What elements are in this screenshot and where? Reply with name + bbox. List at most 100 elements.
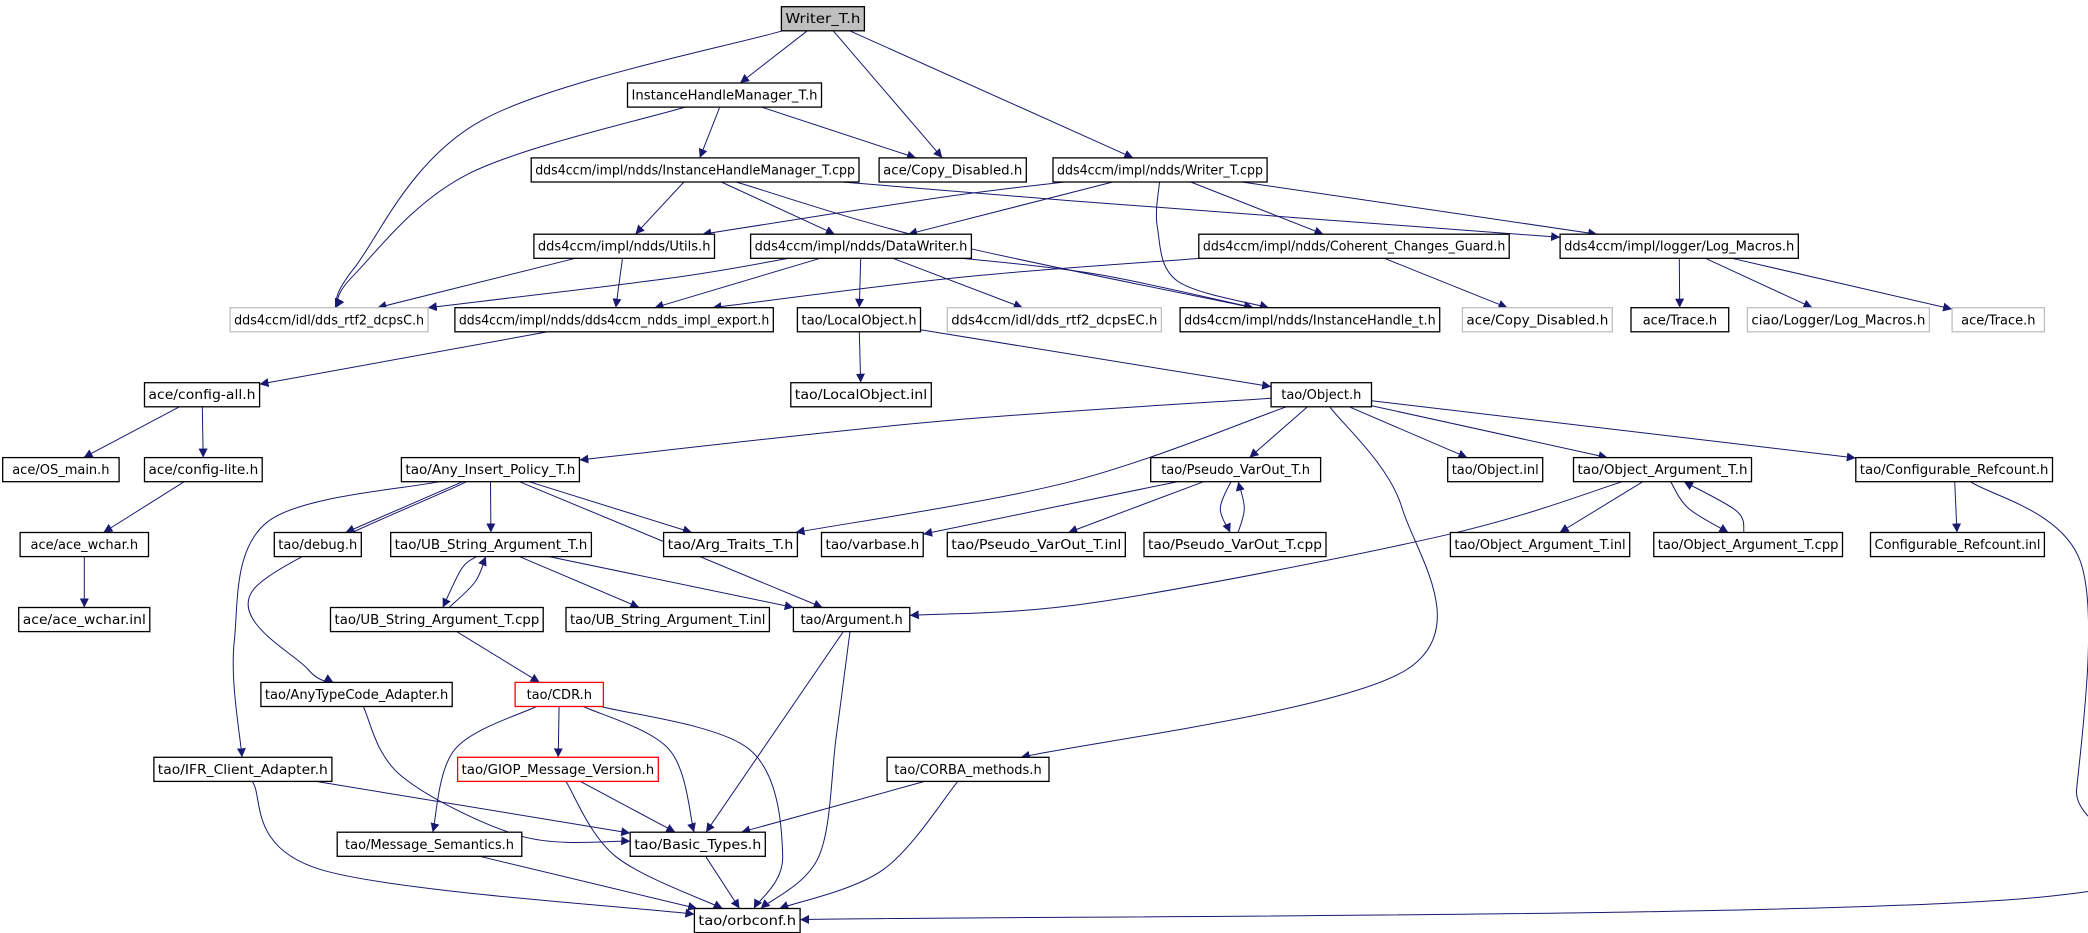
- node-ciao-log-macros-h[interactable]: ciao/Logger/Log_Macros.h: [1746, 307, 1931, 333]
- node-config-all-h[interactable]: ace/config-all.h: [143, 382, 261, 408]
- node-box: [143, 456, 263, 483]
- node-any-insert-policy-h[interactable]: tao/Any_Insert_Policy_T.h: [400, 456, 581, 483]
- node-box: [1179, 307, 1441, 333]
- node-box: [946, 307, 1163, 333]
- node-box: [19, 531, 150, 558]
- node-ub-string-argument-h[interactable]: tao/UB_String_Argument_T.h: [390, 531, 593, 558]
- edge-pseudo_varout_h-to-pseudo_varout_cpp: [1219, 481, 1232, 533]
- node-ace-wchar-inl[interactable]: ace/ace_wchar.inl: [18, 606, 151, 633]
- node-box: [18, 606, 151, 633]
- node-localobject-h[interactable]: tao/LocalObject.h: [796, 307, 922, 333]
- edge-any_insert_policy_h-to-anytypecode_adapter_h: [247, 481, 467, 683]
- node-box: [1630, 307, 1730, 333]
- edge-log_macros_h-to-ciao_log_macros_h: [1704, 257, 1813, 309]
- node-debug-h[interactable]: tao/debug.h: [273, 531, 362, 558]
- node-impl-export-h[interactable]: dds4ccm/impl/ndds/dds4ccm_ndds_impl_expo…: [454, 307, 774, 333]
- edge-configurable_refcount_h-to-orbconf_h: [800, 481, 2088, 924]
- node-label: ace/config-lite.h: [149, 463, 259, 478]
- node-label: dds4ccm/impl/ndds/InstanceHandleManager_…: [535, 163, 855, 178]
- node-dcpsc-h[interactable]: dds4ccm/idl/dds_rtf2_dcpsC.h: [229, 307, 429, 333]
- node-corba-methods-h[interactable]: tao/CORBA_methods.h: [886, 756, 1050, 783]
- edge-object_h-to-object_inl: [1349, 406, 1468, 459]
- node-ub-string-argument-inl[interactable]: tao/UB_String_Argument_T.inl: [565, 606, 771, 633]
- node-label: tao/orbconf.h: [698, 914, 796, 929]
- node-configurable-refcount-inl[interactable]: Configurable_Refcount.inl: [1869, 531, 2046, 558]
- node-box: [629, 831, 766, 857]
- edge-corba_methods_h-to-basic_types_h: [741, 780, 925, 835]
- node-writer-t-cpp[interactable]: dds4ccm/impl/ndds/Writer_T.cpp: [1052, 157, 1268, 183]
- node-log-macros-h[interactable]: dds4ccm/impl/logger/Log_Macros.h: [1559, 233, 1799, 259]
- node-ace-wchar-h[interactable]: ace/ace_wchar.h: [19, 531, 150, 558]
- edge-any_insert_policy_h-to-arg_traits_h: [528, 481, 693, 535]
- node-label: tao/LocalObject.h: [801, 313, 916, 328]
- node-dcpsec-h[interactable]: dds4ccm/idl/dds_rtf2_dcpsEC.h: [946, 307, 1163, 333]
- node-datawriter-h[interactable]: dds4ccm/impl/ndds/DataWriter.h: [749, 233, 973, 259]
- node-label: tao/Basic_Types.h: [634, 838, 761, 853]
- node-ihm-t-h[interactable]: InstanceHandleManager_T.h: [626, 82, 823, 108]
- node-instancehandle-t-h[interactable]: dds4ccm/impl/ndds/InstanceHandle_t.h: [1179, 307, 1441, 333]
- node-box: [390, 531, 593, 558]
- node-cdr-h[interactable]: tao/CDR.h: [514, 681, 605, 708]
- node-box: [514, 681, 605, 708]
- node-giop-message-version-h[interactable]: tao/GIOP_Message_Version.h: [456, 756, 659, 783]
- node-pseudo-varout-cpp[interactable]: tao/Pseudo_VarOut_T.cpp: [1143, 531, 1327, 558]
- node-label: ace/ace_wchar.inl: [23, 613, 146, 628]
- node-box: [790, 382, 932, 408]
- node-box: [626, 82, 823, 108]
- node-box: [1449, 531, 1631, 558]
- node-object-argument-cpp[interactable]: tao/Object_Argument_T.cpp: [1653, 531, 1844, 558]
- node-pseudo-varout-h[interactable]: tao/Pseudo_VarOut_T.h: [1150, 456, 1322, 483]
- edge-object_h-to-corba_methods_h: [1020, 406, 1438, 760]
- node-box: [2, 456, 120, 483]
- node-box: [565, 606, 771, 633]
- node-box: [886, 756, 1050, 783]
- node-label: tao/UB_String_Argument_T.h: [395, 538, 588, 553]
- node-ub-string-argument-cpp[interactable]: tao/UB_String_Argument_T.cpp: [329, 606, 544, 633]
- node-box: [946, 531, 1126, 558]
- node-ihm-t-cpp[interactable]: dds4ccm/impl/ndds/InstanceHandleManager_…: [530, 157, 860, 183]
- node-arg-traits-h[interactable]: tao/Arg_Traits_T.h: [662, 531, 799, 558]
- edge-writer_t_h-to-ihm_t_h: [739, 30, 808, 84]
- node-argument-h[interactable]: tao/Argument.h: [792, 606, 911, 633]
- edge-ihm_t_h-to-ihm_t_cpp: [698, 106, 721, 159]
- node-ace-copy-disabled-2[interactable]: ace/Copy_Disabled.h: [1461, 307, 1613, 333]
- node-object-inl[interactable]: tao/Object.inl: [1447, 456, 1544, 483]
- edge-giop_message_version_h-to-orbconf_h: [565, 781, 723, 909]
- node-label: tao/LocalObject.inl: [795, 388, 928, 403]
- node-localobject-inl[interactable]: tao/LocalObject.inl: [790, 382, 932, 408]
- edge-coherent_h-to-impl_export_h: [712, 257, 1202, 312]
- node-varbase-h[interactable]: tao/varbase.h: [820, 531, 924, 558]
- edge-giop_message_version_h-to-basic_types_h: [580, 780, 676, 833]
- edge-cdr_h-to-message_semantics_h: [430, 706, 537, 833]
- node-box: [400, 456, 581, 483]
- node-box: [1143, 531, 1327, 558]
- node-pseudo-varout-inl[interactable]: tao/Pseudo_VarOut_T.inl: [946, 531, 1126, 558]
- node-ace-trace-2[interactable]: ace/Trace.h: [1951, 307, 2046, 333]
- node-box: [878, 157, 1027, 183]
- node-ifr-client-adapter-h[interactable]: tao/IFR_Client_Adapter.h: [153, 756, 333, 783]
- node-label: tao/Configurable_Refcount.h: [1860, 463, 2049, 478]
- edge-any_insert_policy_h-to-debug_h: [345, 481, 463, 534]
- node-label: ace/config-all.h: [148, 388, 255, 403]
- edge-config_all_h-to-config_lite_h: [198, 406, 208, 458]
- node-coherent-h[interactable]: dds4ccm/impl/ndds/Coherent_Changes_Guard…: [1198, 233, 1510, 259]
- node-object-argument-inl[interactable]: tao/Object_Argument_T.inl: [1449, 531, 1631, 558]
- node-ace-trace-1[interactable]: ace/Trace.h: [1630, 307, 1730, 333]
- node-basic-types-h[interactable]: tao/Basic_Types.h: [629, 831, 766, 857]
- node-config-lite-h[interactable]: ace/config-lite.h: [143, 456, 263, 483]
- node-os-main-h[interactable]: ace/OS_main.h: [2, 456, 120, 483]
- node-box: [1447, 456, 1544, 483]
- node-writer-t-h[interactable]: Writer_T.h: [780, 6, 866, 32]
- node-anytypecode-adapter-h[interactable]: tao/AnyTypeCode_Adapter.h: [260, 681, 453, 708]
- node-label: ace/OS_main.h: [12, 463, 109, 478]
- node-box: [693, 907, 801, 933]
- edge-anytypecode_adapter_h-to-basic_types_h: [362, 706, 631, 846]
- node-ace-copy-disabled-1[interactable]: ace/Copy_Disabled.h: [878, 157, 1027, 183]
- node-object-h[interactable]: tao/Object.h: [1270, 382, 1373, 408]
- node-object-argument-h[interactable]: tao/Object_Argument_T.h: [1572, 456, 1753, 483]
- node-configurable-refcount-h[interactable]: tao/Configurable_Refcount.h: [1855, 456, 2054, 483]
- node-orbconf-h[interactable]: tao/orbconf.h: [693, 907, 801, 933]
- node-utils-h[interactable]: dds4ccm/impl/ndds/Utils.h: [533, 233, 716, 259]
- edge-pseudo_varout_h-to-varbase_h: [923, 481, 1178, 537]
- node-message-semantics-h[interactable]: tao/Message_Semantics.h: [336, 831, 523, 857]
